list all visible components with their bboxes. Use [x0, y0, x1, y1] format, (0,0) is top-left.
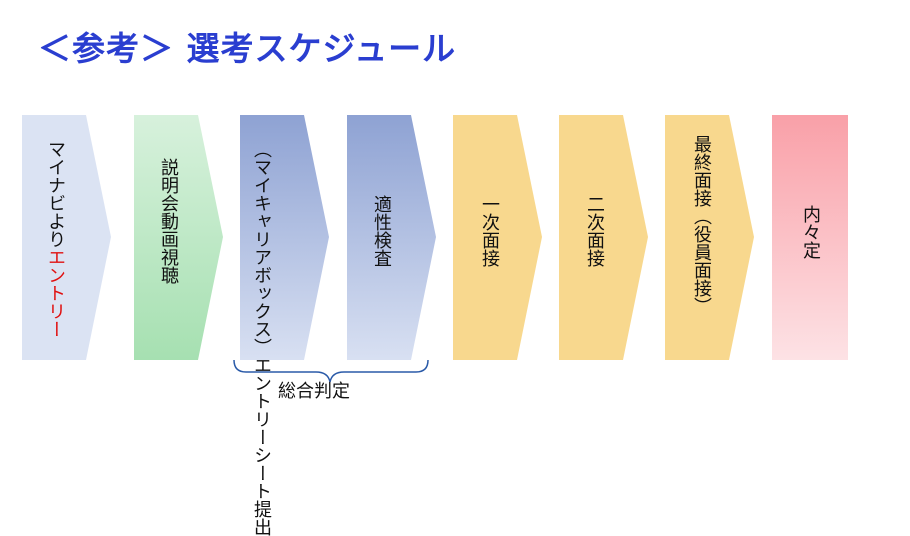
step-1-chevron	[22, 115, 111, 360]
step-8-label: 内々定	[800, 205, 821, 259]
bracket	[233, 359, 429, 383]
step-5-label: 一次面接	[479, 195, 500, 267]
step-8-box	[772, 115, 848, 360]
page-title: ＜参考＞ 選考スケジュール	[38, 29, 457, 68]
bracket-label: 総合判定	[278, 381, 350, 402]
step-7-chevron	[665, 115, 754, 360]
schedule-flow-diagram	[22, 115, 848, 383]
step-2-chevron	[134, 115, 223, 360]
step-2-label: 説明会動画視聴	[158, 158, 179, 284]
step-1-prefix: マイナビより	[45, 140, 66, 248]
step-3-chevron	[240, 115, 329, 360]
step-1-label: マイナビよりエントリー	[44, 140, 66, 338]
step-3-label: エントリーシート提出 （マイキャリアボックス）	[250, 140, 272, 536]
step-3-line1: エントリーシート提出	[251, 356, 272, 536]
step-3-line2: （マイキャリアボックス）	[251, 140, 272, 356]
step-6-label: 二次面接	[584, 195, 605, 267]
step-4-chevron	[347, 115, 436, 360]
step-6-chevron	[559, 115, 648, 360]
step-7-label: 最終面接（役員面接）	[691, 135, 712, 315]
step-1-accent: エントリー	[45, 248, 66, 338]
step-4-label: 適性検査	[371, 195, 392, 267]
step-5-chevron	[453, 115, 542, 360]
